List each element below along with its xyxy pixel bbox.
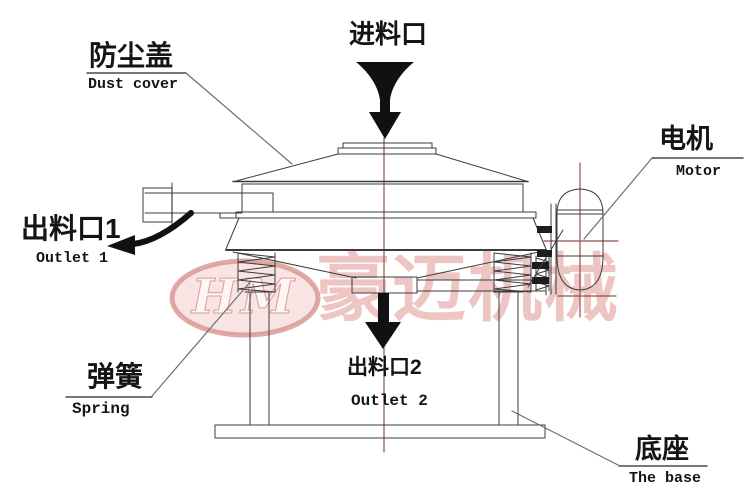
label-dust-cover-en: Dust cover xyxy=(88,76,179,93)
leader-lines xyxy=(151,72,653,467)
feed-funnel-arrow xyxy=(356,62,414,139)
label-spring-zh: 弹簧 xyxy=(87,361,144,392)
label-outlet1-en: Outlet 1 xyxy=(36,250,109,267)
right-spring xyxy=(493,252,532,293)
label-outlet2-zh: 出料口2 xyxy=(347,356,422,379)
support-legs xyxy=(244,291,524,426)
outlet1-arrow xyxy=(107,210,194,255)
label-underlines xyxy=(65,72,744,467)
sieve-body xyxy=(225,183,547,296)
outlet2-arrow xyxy=(365,293,401,349)
label-feed-inlet-zh: 进料口 xyxy=(349,19,428,49)
label-spring-en: Spring xyxy=(72,400,130,418)
label-dust-cover-zh: 防尘盖 xyxy=(89,40,174,71)
watermark-logo-text: HM xyxy=(190,269,298,325)
watermark-company-text: 豪迈机械 xyxy=(316,246,620,332)
label-outlet2-en: Outlet 2 xyxy=(351,392,428,410)
dust-cover xyxy=(232,142,529,185)
label-base-en: The base xyxy=(629,470,702,487)
label-outlet1-zh: 出料口1 xyxy=(21,213,121,244)
base-plate xyxy=(214,424,546,439)
label-motor-zh: 电机 xyxy=(659,124,713,154)
outlet-pipe xyxy=(142,187,243,223)
left-spring xyxy=(237,252,276,293)
label-base-zh: 底座 xyxy=(635,434,689,464)
label-motor-en: Motor xyxy=(676,163,722,180)
motor xyxy=(527,188,604,295)
